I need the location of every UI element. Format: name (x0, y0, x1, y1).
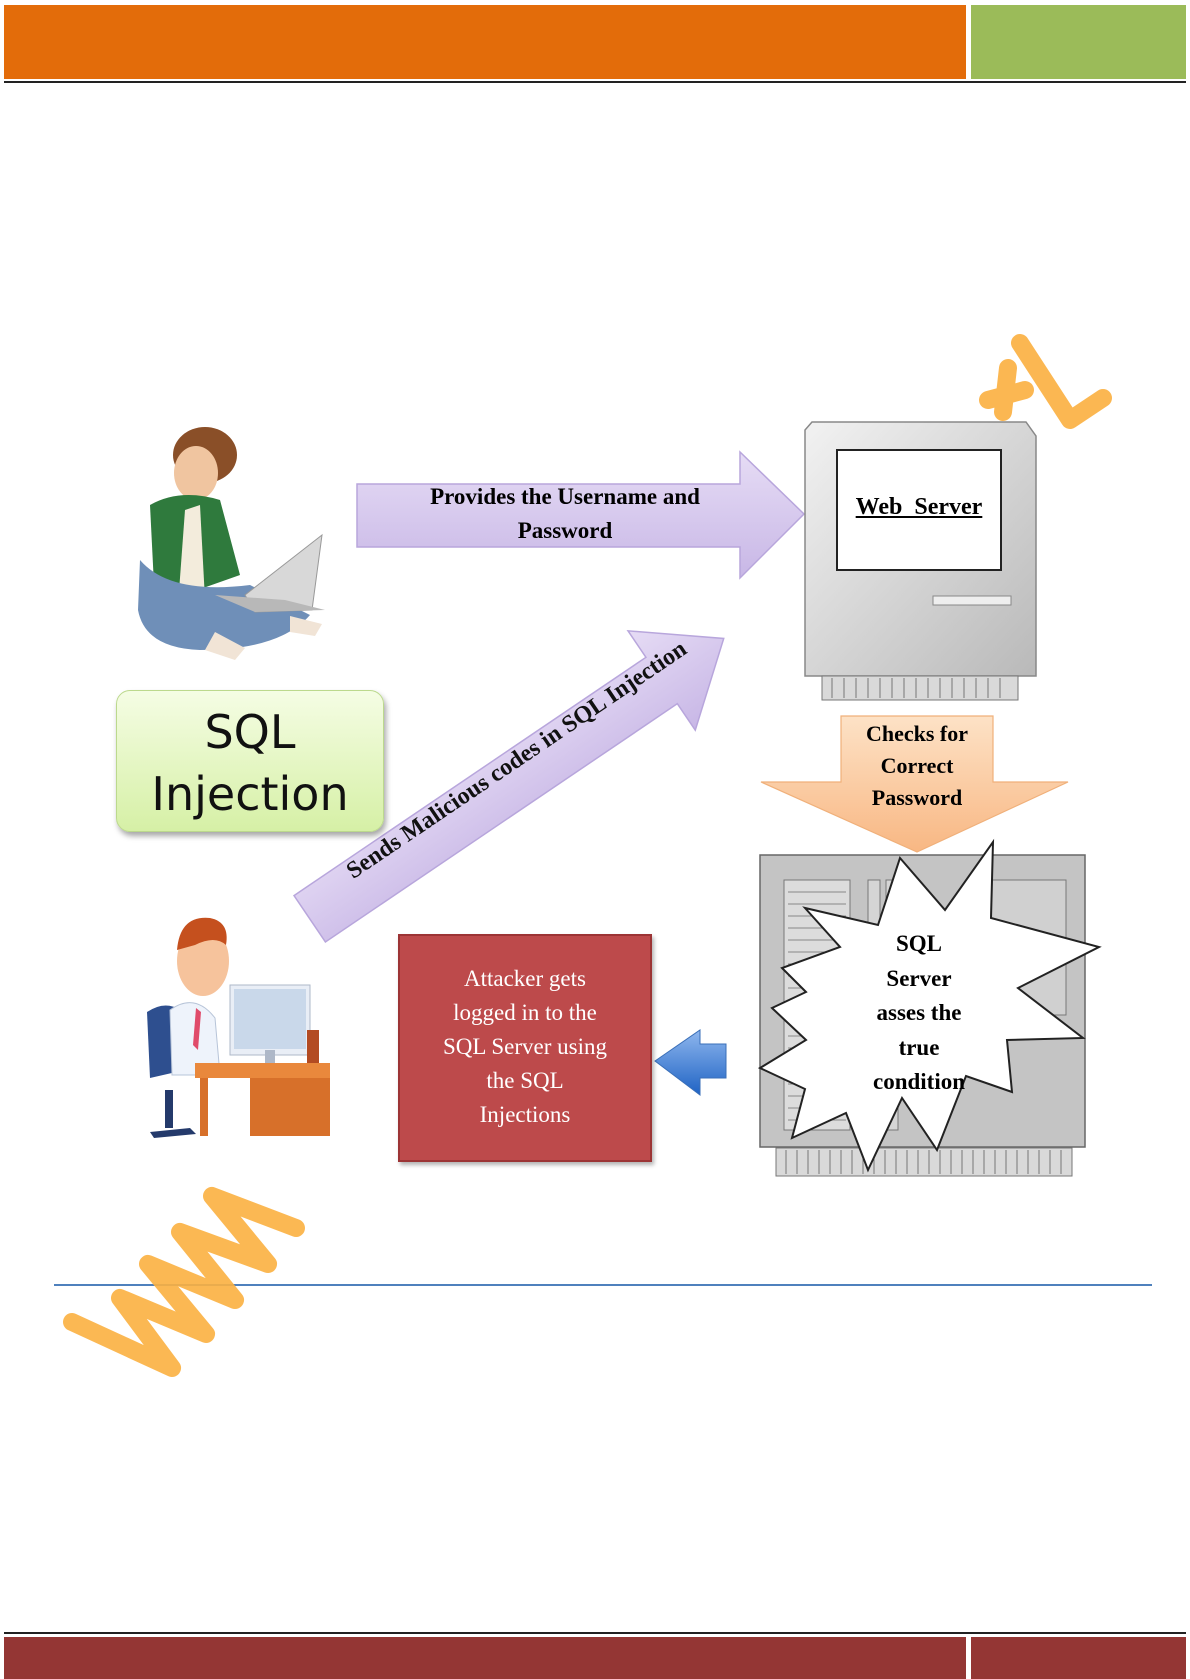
attacker-line-3: SQL Server using (443, 1034, 607, 1059)
arrow-provides-line-1: Provides the Username and (430, 484, 700, 509)
arrow-provides-label: Provides the Username and Password (372, 480, 758, 548)
header-bar-green (971, 5, 1186, 79)
attacker-result-text: Attacker gets logged in to the SQL Serve… (406, 962, 644, 1132)
footer-bar-right (971, 1637, 1186, 1679)
sql-server-starburst (757, 838, 1102, 1173)
sql-server-line-5: condition (872, 1069, 966, 1094)
sql-server-line-3: asses the (876, 1000, 962, 1025)
blue-arrow-left-icon (654, 1029, 727, 1097)
sql-server-line-4: true (898, 1034, 940, 1060)
arrow-checks-label: Checks for Correct Password (820, 718, 1014, 814)
web-server-computer-icon (804, 421, 1037, 701)
sql-injection-badge: SQL Injection (116, 690, 384, 832)
sql-server-line-1: SQL (895, 931, 943, 956)
attacker-line-4: the SQL (486, 1068, 564, 1093)
checks-line-3: Password (871, 785, 963, 810)
badge-line-2: Injection (151, 767, 349, 821)
watermark-graphic (63, 334, 1112, 1377)
footer-bar-left (4, 1637, 966, 1679)
header-rule (4, 81, 1186, 83)
attacker-at-desk-icon (147, 917, 330, 1138)
sql-server-label: SQL Server asses the true condition (818, 927, 1020, 1100)
arrow-provides-line-2: Password (517, 518, 613, 543)
sql-server-line-2: Server (886, 965, 952, 991)
attacker-line-2: logged in to the (453, 1000, 597, 1025)
attacker-line-1: Attacker gets (464, 966, 586, 991)
checks-line-1: Checks for (865, 721, 969, 746)
checks-line-2: Correct (880, 753, 954, 778)
badge-line-1: SQL (204, 705, 296, 759)
woman-with-laptop-icon (138, 427, 325, 660)
badge-text: SQL Injection (117, 701, 383, 825)
header-bar-orange (4, 5, 966, 79)
arrow-checks-password (760, 715, 1069, 853)
attacker-result-box: Attacker gets logged in to the SQL Serve… (398, 934, 652, 1162)
arrow-malicious-codes (292, 629, 725, 943)
footer-rule (4, 1632, 1186, 1634)
arrow-provides-credentials (356, 450, 806, 580)
attacker-line-5: Injections (479, 1102, 571, 1127)
web-server-label: Web Server (855, 494, 983, 520)
content-separator (54, 1284, 1152, 1286)
